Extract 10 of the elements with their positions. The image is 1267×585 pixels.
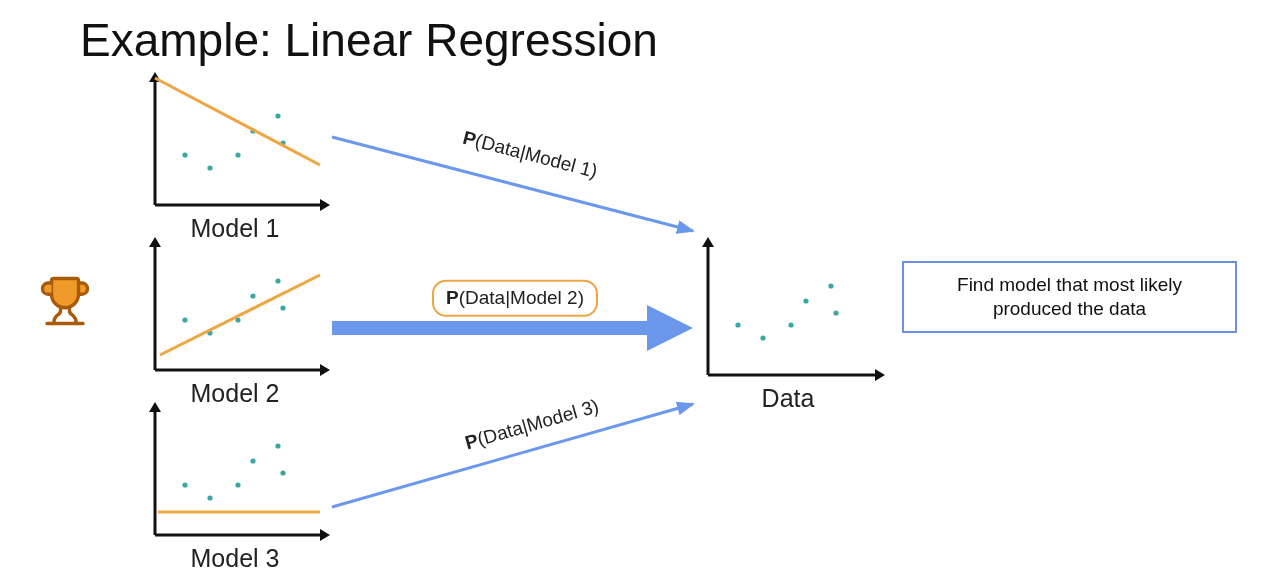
arrow [331,401,695,509]
edge-label: P(Data|Model 2) [432,279,598,317]
arrow [332,305,693,351]
note-box: Find model that most likely produced the data [902,261,1237,333]
arrow [331,135,695,234]
plot-caption: Model 1 [190,213,280,243]
plot-caption: Model 2 [190,378,280,408]
title: Example: Linear Regression [80,13,658,68]
plot-caption: Model 3 [190,543,280,573]
plot-caption: Data [761,383,815,413]
